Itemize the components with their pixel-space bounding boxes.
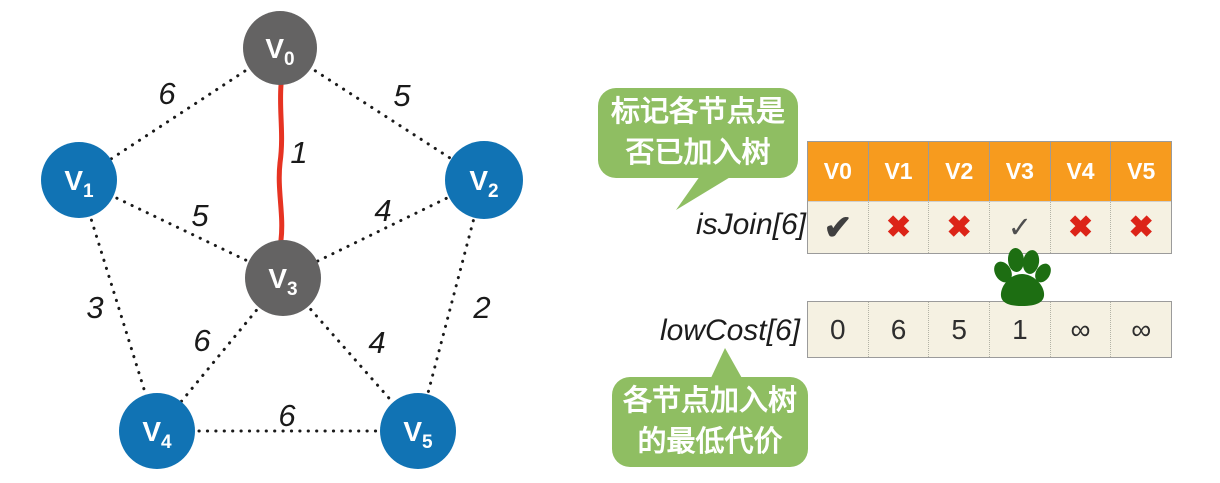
callout-lowcost-tail (710, 348, 743, 380)
graph-canvas: V0 V1 V2 V3 V4 V5 6 5 1 5 4 3 6 4 2 6 (41, 11, 523, 469)
edge-weight-v1-v3: 5 (191, 198, 209, 233)
edge-weight-v4-v5: 6 (278, 398, 296, 433)
callout-isjoin-line2: 否已加入树 (625, 137, 771, 169)
edge-weight-v3-v5: 4 (368, 325, 385, 360)
edge-weight-v3-v4: 6 (193, 323, 211, 358)
node-v5: V5 (380, 393, 456, 469)
callout-isjoin-line1: 标记各节点是 (610, 96, 785, 128)
edge-v1-v4 (77, 178, 159, 433)
svg-text:V5: V5 (403, 416, 433, 453)
column-header-v1: V1 (869, 142, 930, 201)
column-header-v0: V0 (808, 142, 869, 201)
callout-isjoin-tail (676, 176, 732, 210)
edge-v2-v5 (416, 178, 486, 433)
node-v0: V0 (243, 11, 317, 85)
isjoin-table-header: V0 V1 V2 V3 V4 V5 (808, 142, 1171, 201)
node-v3: V3 (245, 240, 321, 316)
column-header-v5: V5 (1127, 158, 1156, 184)
lowcost-array-label: lowCost[6] (659, 314, 800, 347)
node-v2: V2 (445, 141, 523, 219)
isjoin-array-label: isJoin[6] (695, 208, 806, 241)
cross-icon: ✖ (946, 211, 972, 244)
column-header-v2: V2 (929, 142, 991, 201)
svg-text:V0: V0 (265, 33, 294, 70)
svg-text:V2: V2 (469, 165, 498, 202)
isjoin-table-row: ✔ ✖ ✖ ✓ ✖ ✖ (808, 201, 1171, 253)
paw-print-icon (994, 248, 1051, 306)
lowcost-value: ∞ (1131, 313, 1152, 345)
node-v1: V1 (41, 142, 117, 218)
edge-v0-v2 (278, 46, 486, 182)
callout-lowcost: 各节点加入树 的最低代价 (612, 377, 808, 467)
lowcost-table: 0 6 5 1 ∞ ∞ (807, 301, 1172, 358)
edge-weight-v0-v2: 5 (393, 78, 411, 113)
cross-icon: ✖ (1067, 211, 1094, 244)
callout-lowcost-line2: 的最低代价 (637, 426, 783, 458)
edge-v0-v1 (77, 46, 282, 182)
lowcost-value: 6 (890, 313, 907, 345)
column-header-v3: V3 (990, 142, 1051, 201)
callout-isjoin: 标记各节点是 否已加入树 (598, 88, 798, 178)
check-icon: ✔ (823, 208, 853, 247)
lowcost-table-row: 0 6 5 1 ∞ ∞ (808, 302, 1171, 357)
cross-icon: ✖ (1128, 211, 1154, 244)
svg-text:V4: V4 (142, 416, 172, 453)
svg-text:V3: V3 (268, 263, 297, 300)
check-icon: ✓ (1007, 212, 1032, 244)
lowcost-value: 1 (1012, 313, 1028, 345)
edge-weight-v2-v3: 4 (374, 193, 391, 228)
column-header-v4: V4 (1051, 142, 1112, 201)
isjoin-table: V0 V1 V2 V3 V4 V5 ✔ ✖ ✖ ✓ ✖ ✖ (807, 141, 1172, 254)
svg-text:V1: V1 (64, 165, 94, 202)
lowcost-value: 5 (951, 313, 967, 345)
node-v4: V4 (119, 393, 195, 469)
edge-weight-v1-v4: 3 (86, 290, 103, 325)
edge-weight-v0-v1: 6 (158, 76, 176, 111)
callout-lowcost-line1: 各节点加入树 (622, 385, 797, 417)
lowcost-value: ∞ (1070, 313, 1091, 345)
edge-weight-v2-v5: 2 (472, 290, 490, 325)
cross-icon: ✖ (885, 211, 912, 244)
selected-edge-v0-v3 (276, 82, 285, 243)
lowcost-value: 0 (830, 313, 846, 345)
edge-weight-v0-v3: 1 (290, 135, 307, 170)
